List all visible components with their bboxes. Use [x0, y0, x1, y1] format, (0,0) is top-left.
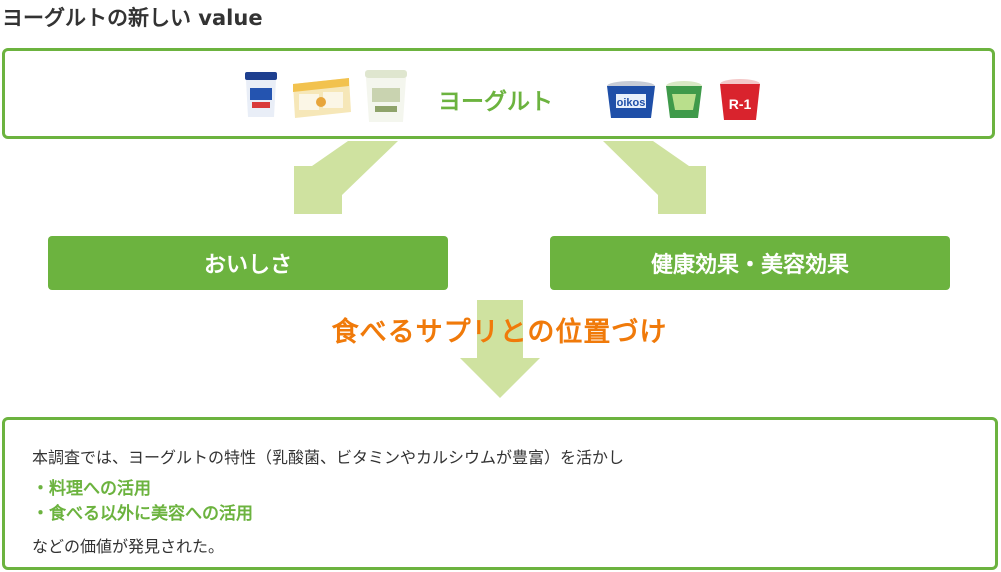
health-beauty-box: 健康効果・美容効果: [550, 236, 950, 290]
yogurt-cup-blue-image: [245, 72, 277, 117]
arrow-down-right-shape: [603, 141, 706, 214]
supplement-positioning-text: 食べるサプリとの位置づけ: [331, 317, 668, 348]
r1-cup-label: R-1: [729, 96, 752, 112]
yogurt-tub-white-image: [365, 70, 407, 122]
yogurt-products-box: [2, 48, 995, 139]
bullet-cooking: ・料理への活用: [32, 479, 151, 499]
svg-text:oikos: oikos: [617, 97, 646, 109]
arrow-down-left-shape: [294, 141, 398, 214]
yogurt-cup-r1-image: R-1: [720, 79, 760, 120]
yogurt-cup-green-image: [666, 81, 702, 118]
summary-intro: 本調査では、ヨーグルトの特性（乳酸菌、ビタミンやカルシウムが豊富）を活かし: [32, 448, 625, 467]
bullet-beauty: ・食べる以外に美容への活用: [32, 504, 253, 524]
page-title: ヨーグルトの新しい value: [2, 6, 263, 30]
yogurt-label: ヨーグルト: [438, 89, 553, 115]
summary-closing: などの価値が発見された。: [32, 537, 225, 556]
arrow-down-center-shape: [460, 300, 540, 398]
yogurt-four-pack-image: [293, 78, 351, 118]
yogurt-cup-oikos-image: oikos: [607, 81, 655, 118]
taste-box: おいしさ: [48, 236, 448, 290]
summary-box: [2, 417, 998, 570]
